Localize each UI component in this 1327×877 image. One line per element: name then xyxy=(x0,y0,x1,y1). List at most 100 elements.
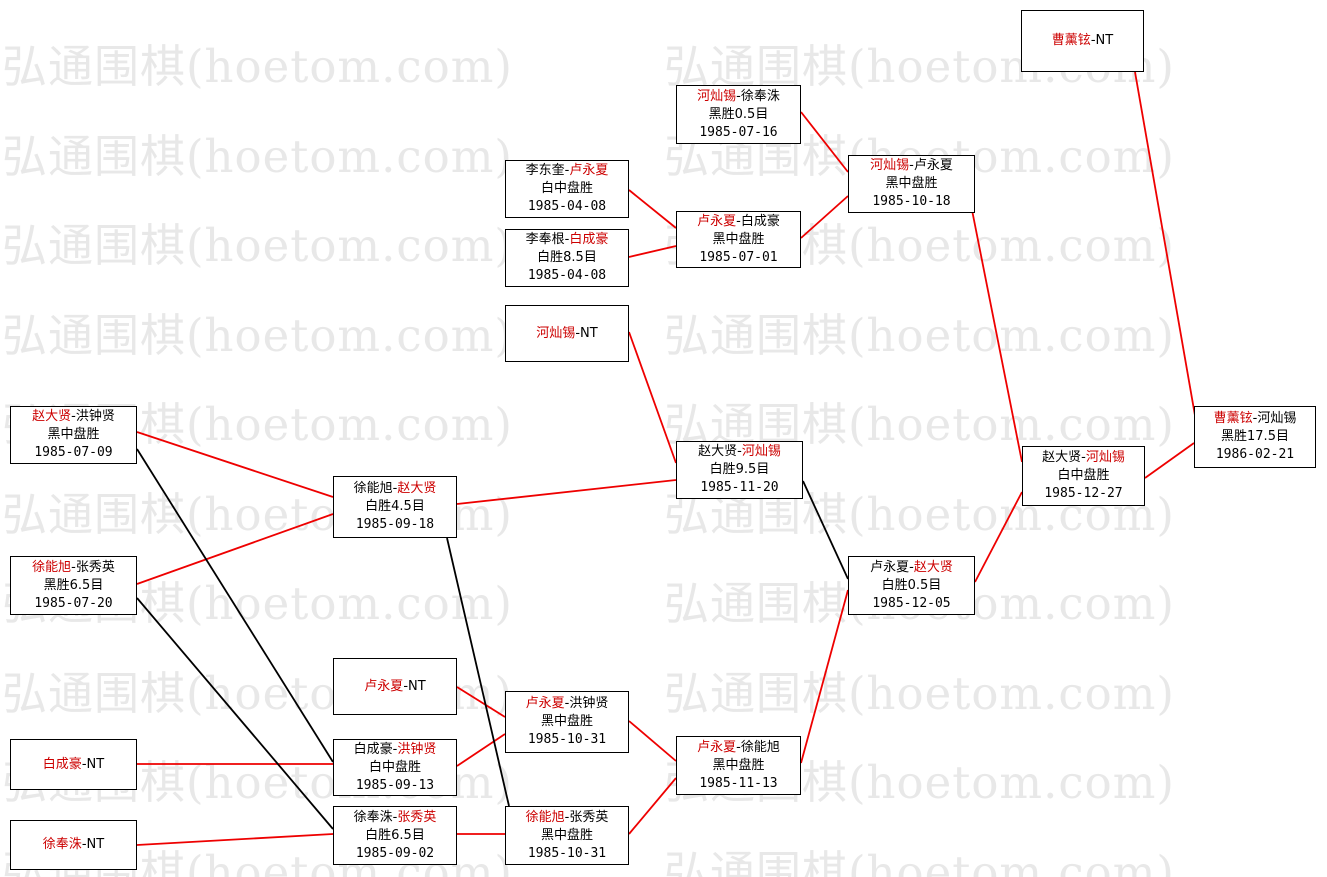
winner-path-line xyxy=(1144,442,1195,479)
match-players: 卢永夏-赵大贤 xyxy=(870,559,953,577)
winner-path-line xyxy=(800,111,849,173)
match-date: 1985-10-18 xyxy=(872,194,951,209)
player-name: 李奉根 xyxy=(525,232,565,247)
match-result: 黑胜6.5目 xyxy=(43,577,104,593)
player-name: 河灿锡 xyxy=(536,325,576,341)
match-box-m17[interactable]: 白成豪-NT xyxy=(10,739,137,790)
match-players: 徐奉洙-NT xyxy=(43,836,104,854)
match-players: 徐能旭-张秀英 xyxy=(32,559,115,577)
player-name: 徐奉洙 xyxy=(353,809,393,825)
match-result: 黑中盘胜 xyxy=(540,714,593,729)
player-name: 李东奎 xyxy=(525,163,565,178)
match-date: 1985-10-31 xyxy=(527,845,607,861)
player-name: 河灿锡 xyxy=(697,88,737,104)
player-name: 赵大贤 xyxy=(32,409,72,424)
match-players: 李奉根-白成豪 xyxy=(526,231,609,249)
player-name: 白成豪 xyxy=(353,741,393,757)
match-box-m7[interactable]: 河灿锡-NT xyxy=(505,305,629,362)
winner-path-line xyxy=(974,491,1023,583)
winner-path-line xyxy=(628,720,677,762)
name-separator: - xyxy=(1090,33,1096,48)
match-players: 卢永夏-NT xyxy=(364,678,425,696)
name-separator: - xyxy=(71,409,76,424)
player-name: 白成豪 xyxy=(569,232,609,247)
loser-path-line xyxy=(136,448,334,763)
match-date: 1985-07-16 xyxy=(699,124,778,140)
match-result: 黑中盘胜 xyxy=(712,231,765,247)
winner-path-line xyxy=(136,431,334,498)
player-name: NT xyxy=(86,837,105,852)
match-box-m2[interactable]: 河灿锡-徐奉洙黑胜0.5目 1985-07-16 xyxy=(676,85,801,144)
winner-path-line xyxy=(456,686,506,718)
winner-path-line xyxy=(628,331,677,464)
winner-path-line xyxy=(628,189,677,229)
player-name: 曹薰铉 xyxy=(1051,33,1091,48)
match-result: 白胜0.5目 xyxy=(881,577,942,593)
match-box-m14[interactable]: 卢永夏-赵大贤白胜0.5目 1985-12-05 xyxy=(848,556,975,615)
match-date: 1985-09-13 xyxy=(355,777,435,793)
name-separator: - xyxy=(81,837,87,852)
name-separator: - xyxy=(909,559,914,575)
match-box-m15[interactable]: 卢永夏-NT xyxy=(333,658,457,715)
player-name: 徐奉洙 xyxy=(42,837,82,852)
match-box-m19[interactable]: 卢永夏-徐能旭黑中盘胜 1985-11-13 xyxy=(676,736,801,795)
match-result: 白中盘胜 xyxy=(368,759,421,775)
player-name: 徐能旭 xyxy=(525,809,565,825)
player-name: 白成豪 xyxy=(42,756,82,772)
winner-path-line xyxy=(136,833,334,846)
name-separator: - xyxy=(564,232,570,247)
name-separator: - xyxy=(1081,450,1086,465)
match-date: 1985-07-01 xyxy=(699,249,778,265)
name-separator: - xyxy=(392,481,398,496)
match-players: 徐奉洙-张秀英 xyxy=(354,809,437,827)
player-name: 洪钟贤 xyxy=(397,741,437,757)
player-name: 卢永夏 xyxy=(569,163,609,178)
match-result: 黑胜0.5目 xyxy=(708,106,769,122)
match-players: 河灿锡-徐奉洙 xyxy=(697,88,780,106)
player-name: 卢永夏 xyxy=(525,696,565,711)
winner-path-line xyxy=(456,733,506,767)
match-players: 李东奎-卢永夏 xyxy=(526,162,609,180)
match-result: 白中盘胜 xyxy=(1057,468,1110,483)
match-result: 黑中盘胜 xyxy=(712,757,765,773)
winner-path-line xyxy=(800,195,849,239)
match-box-m1[interactable]: 曹薰铉-NT xyxy=(1021,10,1144,72)
name-separator: - xyxy=(737,444,742,459)
match-date: 1985-10-31 xyxy=(527,732,607,747)
name-separator: - xyxy=(564,696,570,711)
match-date: 1985-09-18 xyxy=(355,517,435,532)
match-players: 徐能旭-赵大贤 xyxy=(354,480,437,498)
name-separator: - xyxy=(736,739,741,755)
player-name: 河灿锡 xyxy=(741,444,781,459)
match-result: 白胜6.5目 xyxy=(365,827,425,843)
player-name: NT xyxy=(408,678,426,694)
match-date: 1985-11-20 xyxy=(700,480,779,495)
match-box-m20[interactable]: 徐奉洙-NT xyxy=(10,820,137,870)
match-date: 1985-12-05 xyxy=(872,595,951,611)
name-separator: - xyxy=(564,809,570,825)
player-name: NT xyxy=(580,325,598,341)
player-name: 张秀英 xyxy=(569,809,609,825)
match-players: 卢永夏-徐能旭 xyxy=(697,739,780,757)
name-separator: - xyxy=(392,809,398,825)
player-name: 河灿锡 xyxy=(870,158,910,173)
name-separator: - xyxy=(403,678,409,694)
match-date: 1985-11-13 xyxy=(699,775,778,791)
match-players: 徐能旭-张秀英 xyxy=(526,809,609,827)
